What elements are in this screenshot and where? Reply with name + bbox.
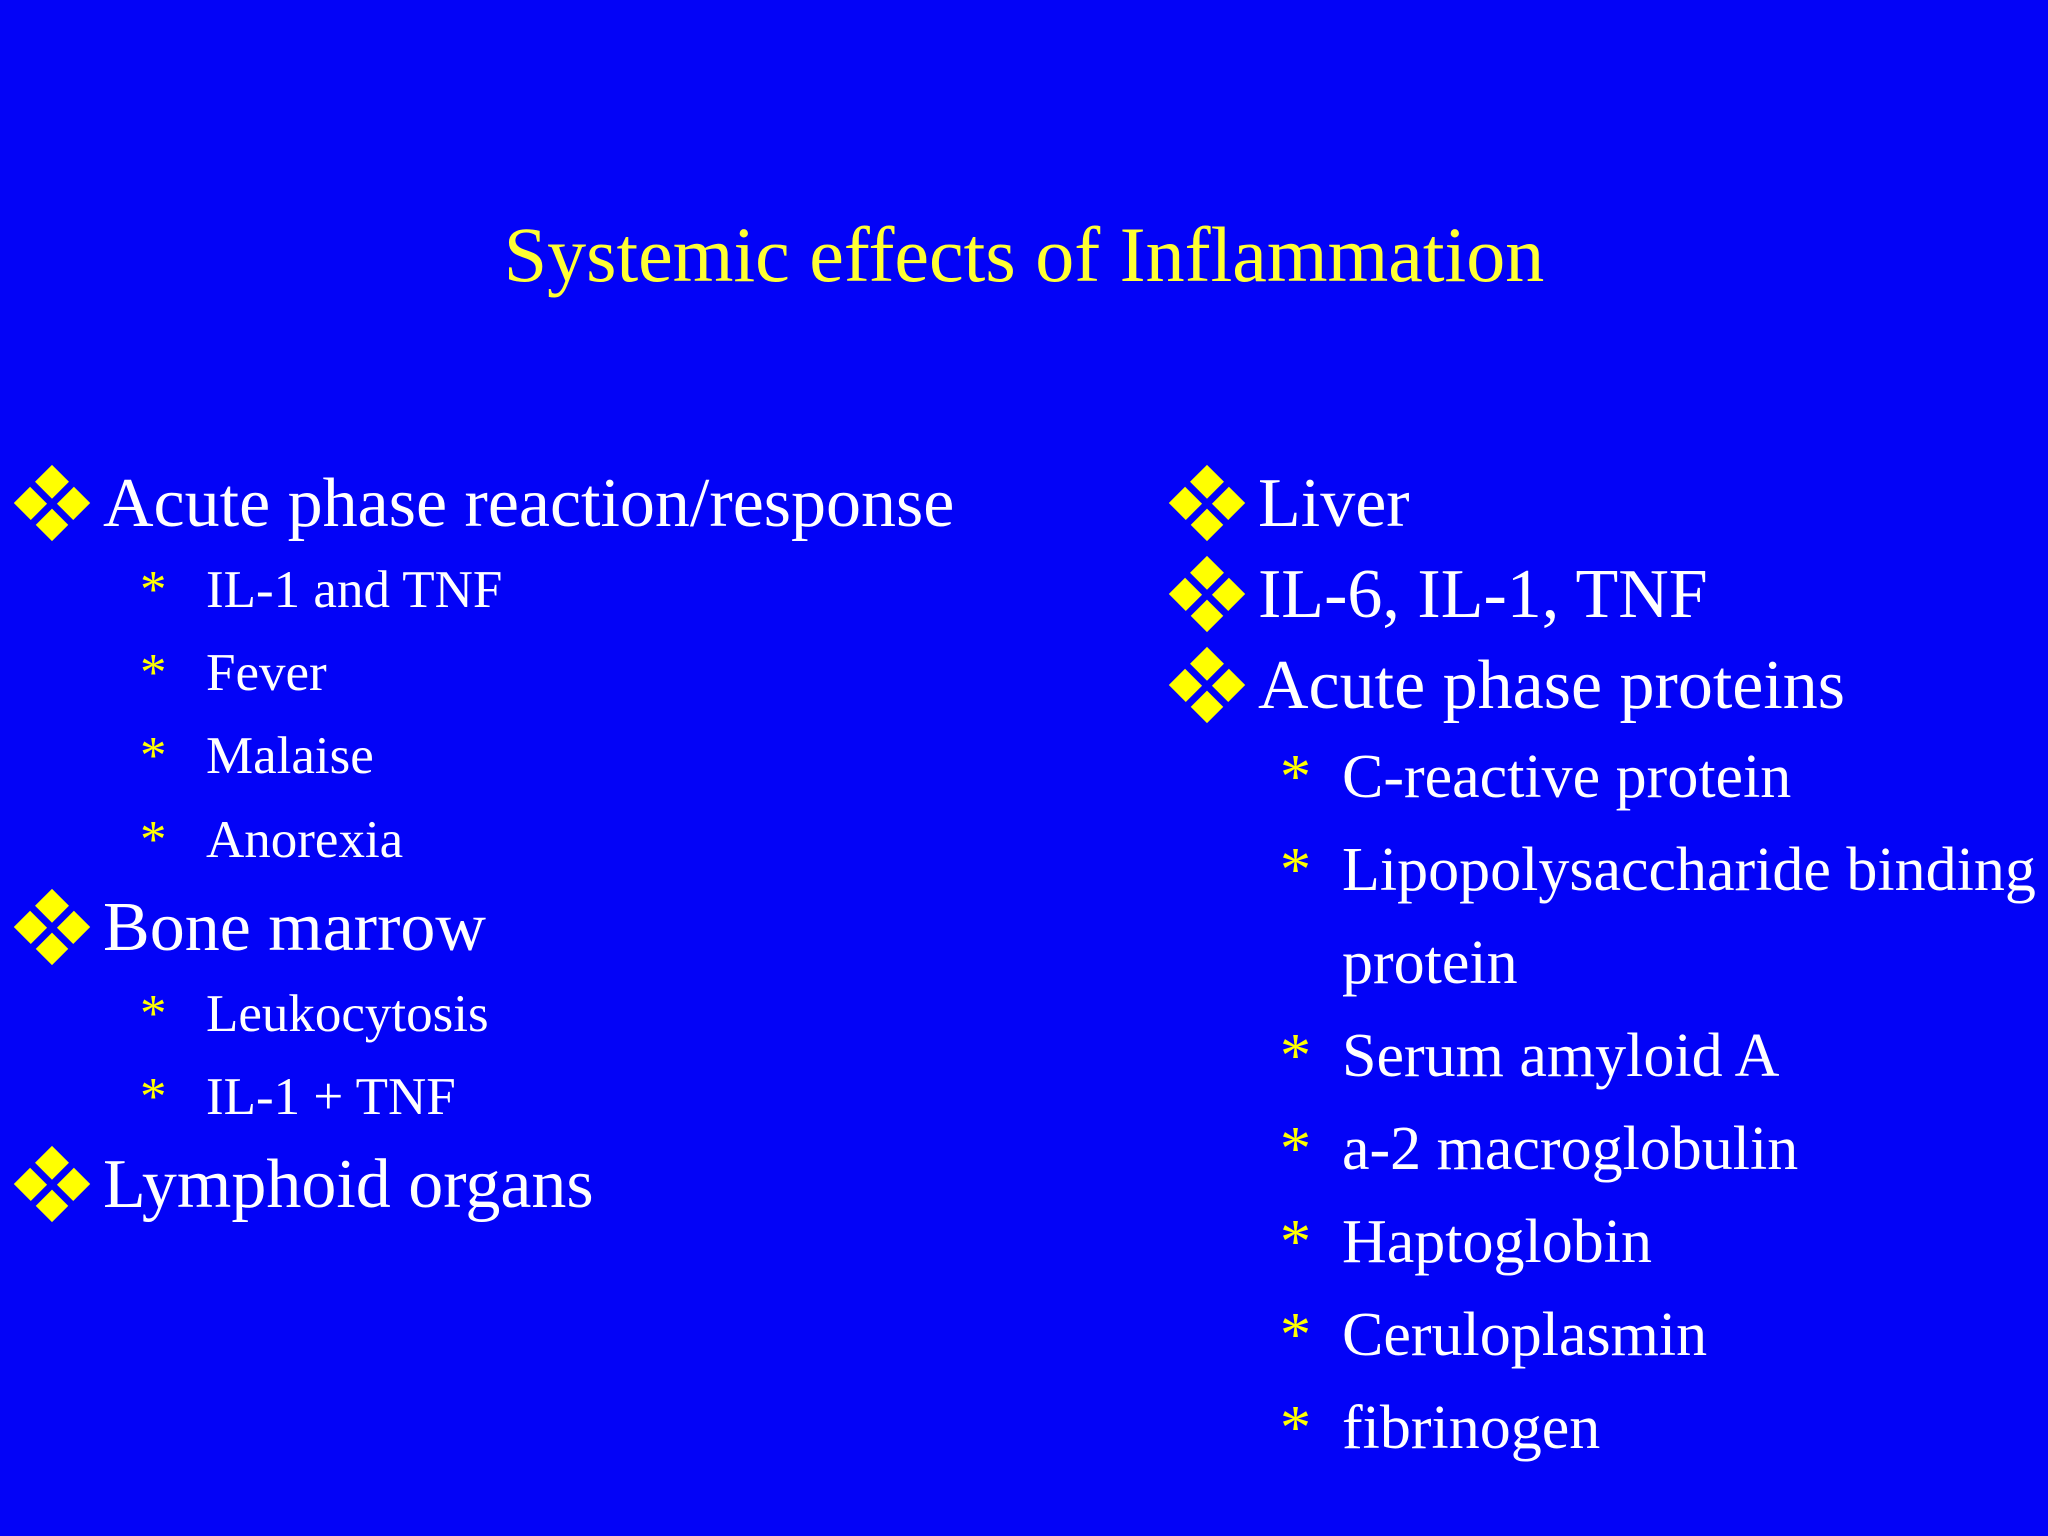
- right-column: Liver IL-6, IL-1, TNF Acute phase protei…: [1168, 458, 2040, 1475]
- sub-bullet-label: IL-1 + TNF: [206, 1068, 456, 1127]
- bullet-item-label: Bone marrow: [103, 888, 486, 966]
- sub-bullet-item: * IL-1 and TNF: [25, 549, 1160, 632]
- sub-bullet-item: * Haptoglobin: [1180, 1196, 2040, 1289]
- asterisk-bullet-icon: *: [140, 810, 167, 869]
- asterisk-bullet-icon: *: [140, 1068, 167, 1127]
- asterisk-bullet-icon: *: [1280, 1022, 1311, 1090]
- sub-bullet-label: Haptoglobin: [1342, 1208, 1652, 1276]
- asterisk-bullet-icon: *: [140, 644, 167, 703]
- bullet-item: Liver: [1168, 458, 2040, 549]
- sub-bullet-label: IL-1 and TNF: [206, 561, 503, 619]
- asterisk-bullet-icon: *: [1280, 1301, 1311, 1369]
- sub-bullet-label: C-reactive protein: [1342, 743, 1792, 811]
- sub-bullet-label: Fever: [206, 644, 327, 703]
- sub-bullet-label: Leukocytosis: [206, 984, 489, 1043]
- sub-bullet-label: Anorexia: [206, 810, 404, 869]
- sub-bullet-label: fibrinogen: [1342, 1394, 1601, 1462]
- diamond-bullet-icon: [13, 464, 91, 542]
- sub-bullet-item: * Fever: [25, 632, 1160, 715]
- asterisk-bullet-icon: *: [1280, 836, 1311, 904]
- sub-bullet-item: * Anorexia: [25, 799, 1160, 882]
- diamond-bullet-icon: [1168, 555, 1246, 633]
- bullet-item: Acute phase reaction/response: [13, 458, 1160, 549]
- asterisk-bullet-icon: *: [1280, 1394, 1311, 1462]
- sub-bullet-item: * Lipopolysaccharide binding protein: [1180, 824, 2040, 1010]
- diamond-bullet-icon: [13, 1146, 91, 1223]
- diamond-bullet-icon: [1168, 646, 1246, 724]
- bullet-item-label: Acute phase proteins: [1258, 647, 1846, 724]
- sub-bullet-item: * IL-1 + TNF: [25, 1056, 1160, 1139]
- sub-bullet-label: Serum amyloid A: [1342, 1022, 1780, 1090]
- asterisk-bullet-icon: *: [140, 984, 167, 1043]
- sub-bullet-item: * Serum amyloid A: [1180, 1010, 2040, 1103]
- bullet-item: Acute phase proteins: [1168, 640, 2040, 731]
- sub-bullet-item: * a-2 macroglobulin: [1180, 1103, 2040, 1196]
- bullet-item-label: Liver: [1258, 465, 1410, 542]
- sub-bullet-item: * Malaise: [25, 715, 1160, 798]
- sub-bullet-label: a-2 macroglobulin: [1342, 1115, 1799, 1183]
- bullet-item: IL-6, IL-1, TNF: [1168, 549, 2040, 640]
- sub-bullet-item: * fibrinogen: [1180, 1382, 2040, 1475]
- bullet-item-label: Acute phase reaction/response: [103, 465, 955, 542]
- slide-title: Systemic effects of Inflammation: [503, 211, 1545, 298]
- bullet-item: Bone marrow: [13, 882, 1160, 973]
- sub-bullet-item: * C-reactive protein: [1180, 731, 2040, 824]
- asterisk-bullet-icon: *: [1280, 743, 1311, 811]
- asterisk-bullet-icon: *: [140, 561, 167, 619]
- left-column: Acute phase reaction/response * IL-1 and…: [13, 458, 1160, 1230]
- diamond-bullet-icon: [13, 888, 91, 965]
- sub-bullet-label: Ceruloplasmin: [1342, 1301, 1708, 1369]
- bullet-item-label: Lymphoid organs: [103, 1146, 594, 1224]
- asterisk-bullet-icon: *: [140, 727, 167, 786]
- bullet-item: Lymphoid organs: [13, 1139, 1160, 1230]
- diamond-bullet-icon: [1168, 464, 1246, 542]
- asterisk-bullet-icon: *: [1280, 1208, 1311, 1276]
- sub-bullet-label: Lipopolysaccharide binding protein: [1342, 836, 2036, 997]
- sub-bullet-label: Malaise: [206, 727, 374, 786]
- bullet-item-label: IL-6, IL-1, TNF: [1258, 556, 1708, 633]
- sub-bullet-item: * Ceruloplasmin: [1180, 1289, 2040, 1382]
- sub-bullet-item: * Leukocytosis: [25, 973, 1160, 1056]
- asterisk-bullet-icon: *: [1280, 1115, 1311, 1183]
